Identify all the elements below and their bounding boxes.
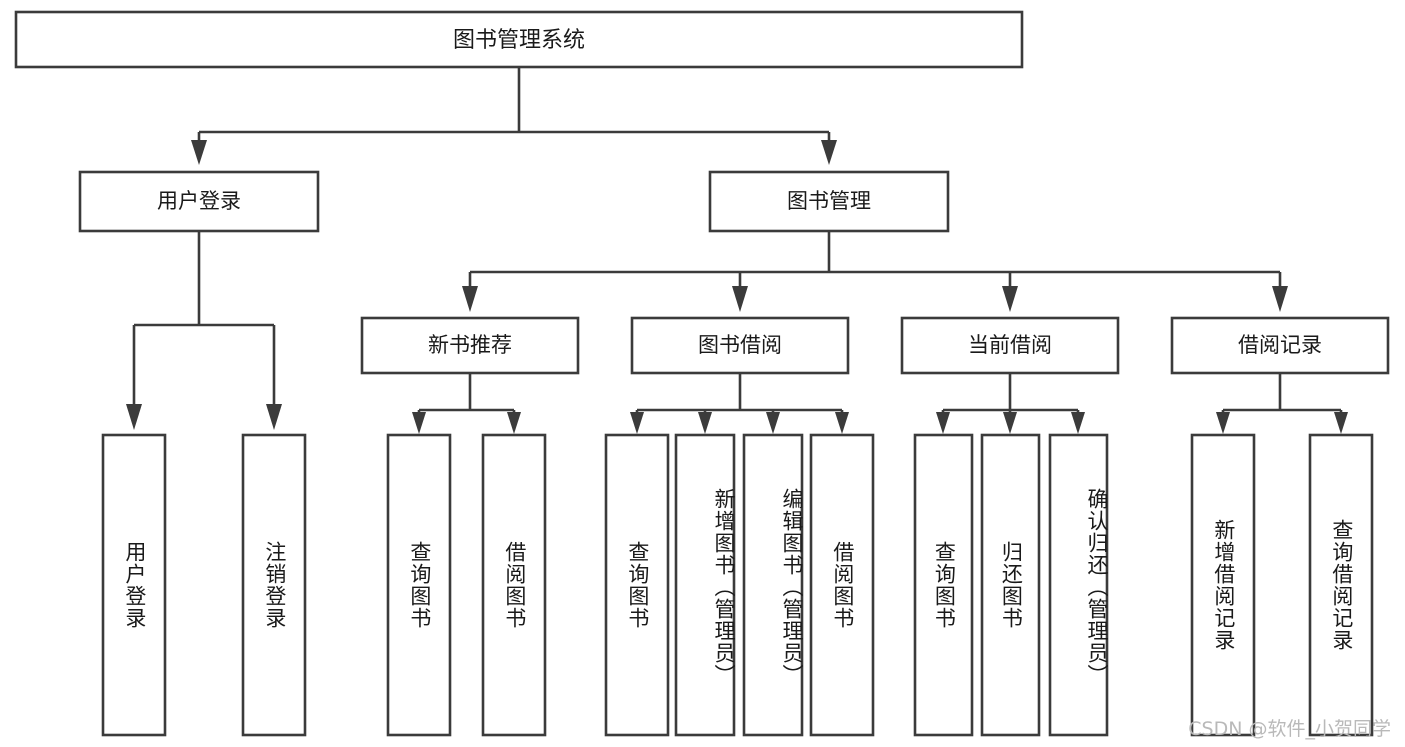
node-box-user-login[interactable]	[78, 170, 320, 233]
arrow-head-leaf-9	[936, 412, 950, 434]
node-box-book-manage[interactable]	[708, 170, 950, 233]
node-label-root: 图书管理系统	[453, 28, 585, 53]
node-label-borrow-record: 借阅记录	[1238, 333, 1322, 357]
node-box-leaf-9[interactable]	[913, 433, 974, 737]
node-box-current-borrow[interactable]	[900, 316, 1120, 375]
arrow-head-borrow-record	[1272, 286, 1288, 312]
node-box-leaf-6[interactable]	[674, 433, 736, 737]
connector-group-borrow-record	[1216, 373, 1348, 434]
arrow-head-leaf-12	[1216, 412, 1230, 434]
node-box-leaf-13[interactable]	[1308, 433, 1374, 737]
arrow-head-leaf-11	[1071, 412, 1085, 434]
arrow-head-leaf-13	[1334, 412, 1348, 434]
node-box-leaf-11[interactable]	[1048, 433, 1109, 737]
node-box-leaf-10[interactable]	[980, 433, 1041, 737]
node-box-leaf-2[interactable]	[241, 433, 307, 737]
node-box-new-book-recommend[interactable]	[360, 316, 580, 375]
connector-group-borrow	[630, 373, 849, 434]
arrow-head-leaf-8	[835, 412, 849, 434]
arrow-head-borrow	[732, 286, 748, 312]
arrow-head-leaf-1	[126, 404, 142, 430]
node-box-book-borrow[interactable]	[630, 316, 850, 375]
node-label-book-borrow: 图书借阅	[698, 333, 782, 357]
node-box-leaf-1[interactable]	[101, 433, 167, 737]
node-box-leaf-7[interactable]	[742, 433, 804, 737]
arrow-head-user-login	[191, 140, 207, 165]
node-label-new-book-recommend: 新书推荐	[428, 333, 512, 357]
arrow-head-book-manage	[821, 140, 837, 165]
node-box-borrow-record[interactable]	[1170, 316, 1390, 375]
node-label-user-login: 用户登录	[157, 189, 241, 213]
connector-group-root	[191, 67, 837, 165]
arrow-head-new-book	[462, 286, 478, 312]
connector-group-current-borrow	[936, 373, 1085, 434]
arrow-head-leaf-6	[698, 412, 712, 434]
connector-group-user-login	[126, 231, 282, 430]
node-box-leaf-12[interactable]	[1190, 433, 1256, 737]
arrow-head-leaf-7	[766, 412, 780, 434]
node-box-leaf-4[interactable]	[481, 433, 547, 737]
connector-group-new-book	[412, 373, 521, 434]
node-label-current-borrow: 当前借阅	[968, 333, 1052, 357]
watermark-csdn: CSDN @软件_小贺同学	[1188, 718, 1391, 740]
arrow-head-leaf-4	[507, 412, 521, 434]
arrow-head-leaf-2	[266, 404, 282, 430]
arrow-head-current-borrow	[1002, 286, 1018, 312]
node-box-root[interactable]	[14, 10, 1024, 69]
connector-group-book-manage	[462, 231, 1288, 312]
arrow-head-leaf-10	[1003, 412, 1017, 434]
node-box-leaf-3[interactable]	[386, 433, 452, 737]
node-label-book-manage: 图书管理	[787, 189, 871, 213]
arrow-head-leaf-3	[412, 412, 426, 434]
node-box-leaf-5[interactable]	[604, 433, 670, 737]
arrow-head-leaf-5	[630, 412, 644, 434]
node-box-leaf-8[interactable]	[809, 433, 875, 737]
